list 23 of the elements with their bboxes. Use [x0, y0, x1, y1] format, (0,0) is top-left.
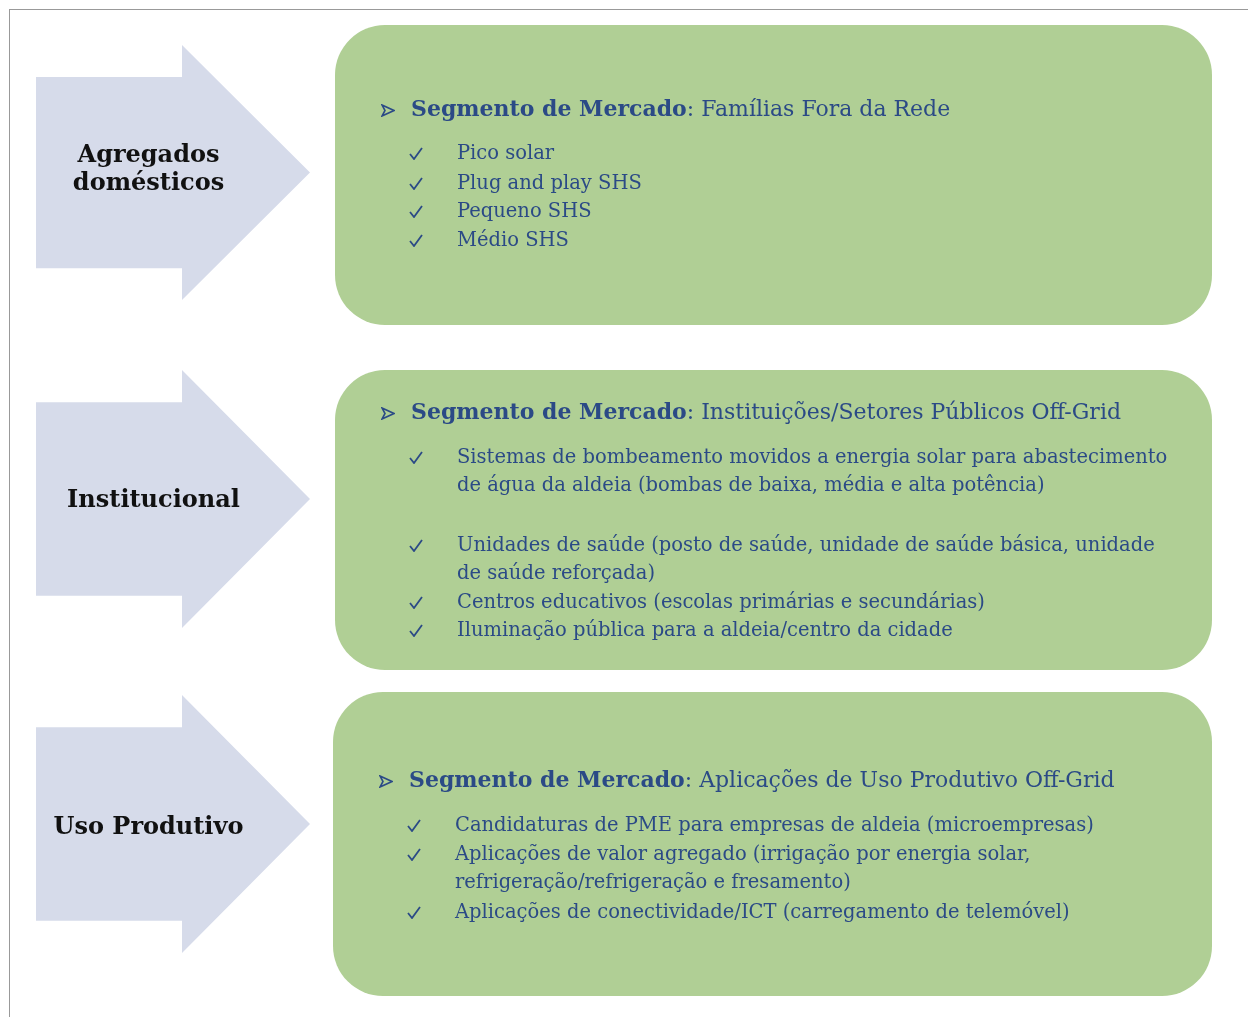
category-label: Agregados domésticos	[71, 140, 226, 196]
arrow-shape	[36, 695, 310, 953]
list-item: Sistemas de bombeamento movidos a energia solar para abastecimento de água da aldeia (bombas de baixa, média e alta potência)	[457, 444, 1169, 498]
segment-heading: Segmento de Mercado: Famílias Fora da Rede	[411, 95, 951, 121]
list-item: Centros educativos (escolas primárias e secundárias)	[457, 589, 986, 615]
list-item: Médio SHS	[457, 227, 570, 253]
segment-heading: Segmento de Mercado: Instituições/Setores Públicos Off-Grid	[411, 398, 1121, 424]
category-label: Institucional	[66, 485, 241, 513]
rounded-panel	[335, 25, 1212, 325]
arrow-shape	[36, 370, 310, 628]
rounded-panel	[333, 692, 1212, 996]
list-item: Aplicações de conectividade/ICT (carregamento de telemóvel)	[455, 899, 1071, 925]
segment-heading: Segmento de Mercado: Aplicações de Uso Produtivo Off-Grid	[409, 766, 1115, 792]
list-item: Pico solar	[457, 140, 556, 166]
category-label: Uso Produtivo	[52, 812, 245, 840]
arrow-shape	[36, 45, 310, 300]
list-item: Plug and play SHS	[457, 170, 643, 196]
list-item: Iluminação pública para a aldeia/centro da cidade	[457, 617, 954, 643]
rounded-panel	[335, 370, 1212, 670]
list-item: Aplicações de valor agregado (irrigação por energia solar, refrigeração/refrigeração e fresamento)	[455, 841, 1032, 895]
list-item: Candidaturas de PME para empresas de aldeia (microempresas)	[455, 812, 1095, 838]
list-item: Pequeno SHS	[457, 198, 593, 224]
list-item: Unidades de saúde (posto de saúde, unidade de saúde básica, unidade de saúde reforçada)	[457, 532, 1156, 586]
